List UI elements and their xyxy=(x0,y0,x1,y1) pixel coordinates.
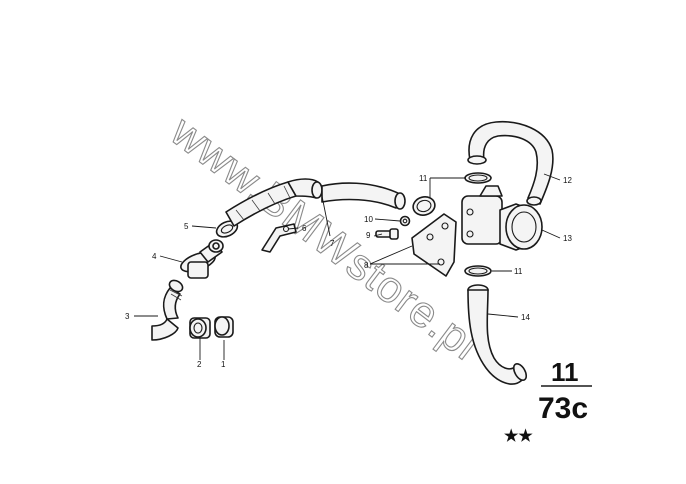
subgroup-number: 73c xyxy=(538,392,588,425)
part-4-valve[interactable] xyxy=(178,239,224,279)
callout-12: 12 xyxy=(563,176,572,185)
group-code: 11 73c ★★ xyxy=(504,357,592,445)
callout-9: 9 xyxy=(366,231,371,240)
callout-7: 7 xyxy=(330,239,335,248)
part-11-lower-clamp[interactable] xyxy=(464,265,492,277)
callout-10: 10 xyxy=(364,215,373,224)
part-5-ring[interactable] xyxy=(214,218,240,240)
callout-14: 14 xyxy=(521,313,530,322)
callout-5: 5 xyxy=(184,222,189,231)
rating-stars: ★★ xyxy=(504,428,533,445)
callout-11-upper: 11 xyxy=(419,174,428,183)
callout-3: 3 xyxy=(125,312,130,321)
part-13-housing[interactable] xyxy=(461,185,543,251)
callout-8: 8 xyxy=(364,261,369,270)
main-hose[interactable] xyxy=(225,178,323,227)
part-14-lower-hose[interactable] xyxy=(467,284,529,385)
leader-lines xyxy=(134,173,561,360)
part-11-upper-clamp[interactable] xyxy=(411,194,437,217)
callout-11-lower: 11 xyxy=(514,267,523,276)
callout-2: 2 xyxy=(197,360,202,369)
part-1-cap[interactable] xyxy=(214,316,234,338)
part-2-nut[interactable] xyxy=(189,317,211,339)
main-group-number: 11 xyxy=(551,357,579,387)
part-11-hose-clamp-top[interactable] xyxy=(464,172,492,184)
part-3-elbow-hose[interactable] xyxy=(151,278,185,341)
callout-labels: 1 2 3 4 5 6 7 8 9 10 11 11 12 13 14 xyxy=(125,174,572,369)
part-9-bolt[interactable] xyxy=(375,228,399,240)
callout-1: 1 xyxy=(221,360,226,369)
part-8-plate[interactable] xyxy=(411,213,457,277)
callout-6: 6 xyxy=(302,224,307,233)
part-12-upper-hose[interactable] xyxy=(467,120,554,206)
callout-4: 4 xyxy=(152,252,157,261)
part-7-hose[interactable] xyxy=(321,182,406,210)
part-10-washer[interactable] xyxy=(399,215,411,227)
callout-13: 13 xyxy=(563,234,572,243)
